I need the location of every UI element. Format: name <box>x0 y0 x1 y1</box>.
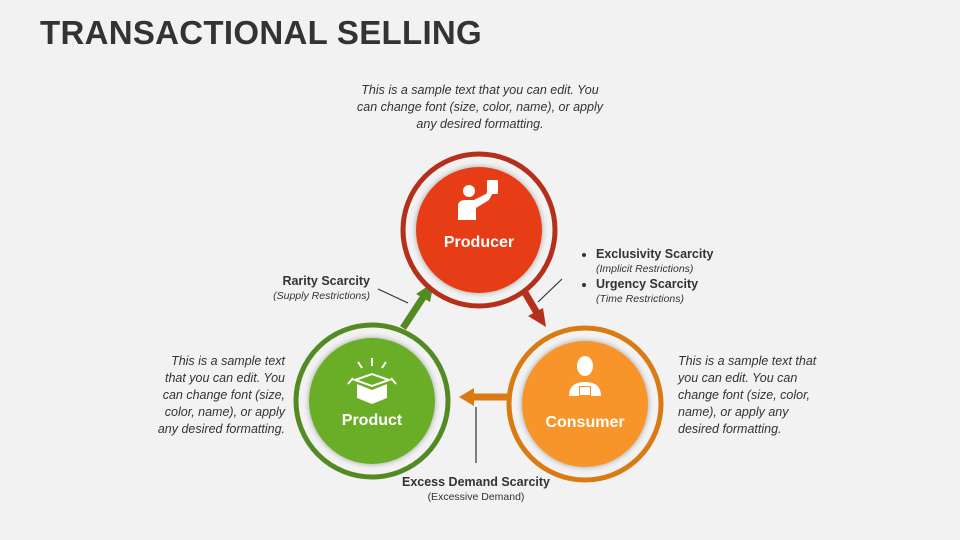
urgency-sub: (Time Restrictions) <box>596 293 684 305</box>
excess-sub: (Excessive Demand) <box>427 491 525 503</box>
producer-node: Producer <box>400 151 558 309</box>
producer-label: Producer <box>444 234 514 251</box>
product-label: Product <box>342 412 403 429</box>
consumer-description: This is a sample text that you can edit.… <box>678 354 817 436</box>
consumer-label: Consumer <box>545 414 624 431</box>
urgency-item: Urgency Scarcity (Time Restrictions) <box>596 277 742 307</box>
exclusivity-connector <box>537 278 563 303</box>
exclusivity-item: Exclusivity Scarcity (Implicit Restrictio… <box>596 247 742 277</box>
shopper-icon <box>569 356 601 396</box>
arrow-consumer-to-product <box>459 388 510 406</box>
slide-title: TRANSACTIONAL SELLING <box>40 14 483 51</box>
exclusivity-sub: (Implicit Restrictions) <box>596 263 694 275</box>
rarity-label: Rarity Scarcity (Supply Restrictions) <box>250 274 370 304</box>
open-box-icon <box>347 358 397 404</box>
rarity-connector <box>377 288 409 304</box>
product-description: This is a sample text that you can edit.… <box>157 354 285 436</box>
rarity-title: Rarity Scarcity <box>282 274 370 288</box>
product-node: Product <box>293 322 451 480</box>
urgency-title: Urgency Scarcity <box>596 277 699 291</box>
exclusivity-urgency-labels: Exclusivity Scarcity (Implicit Restrictio… <box>582 247 742 307</box>
exclusivity-title: Exclusivity Scarcity <box>596 247 714 261</box>
rarity-sub: (Supply Restrictions) <box>273 290 370 302</box>
consumer-node: Consumer <box>506 325 664 483</box>
producer-description: This is a sample text that you can edit.… <box>357 83 603 131</box>
excess-title: Excess Demand Scarcity <box>401 475 550 489</box>
presenter-icon <box>458 180 498 220</box>
excess-label: Excess Demand Scarcity (Excessive Demand… <box>376 475 576 505</box>
